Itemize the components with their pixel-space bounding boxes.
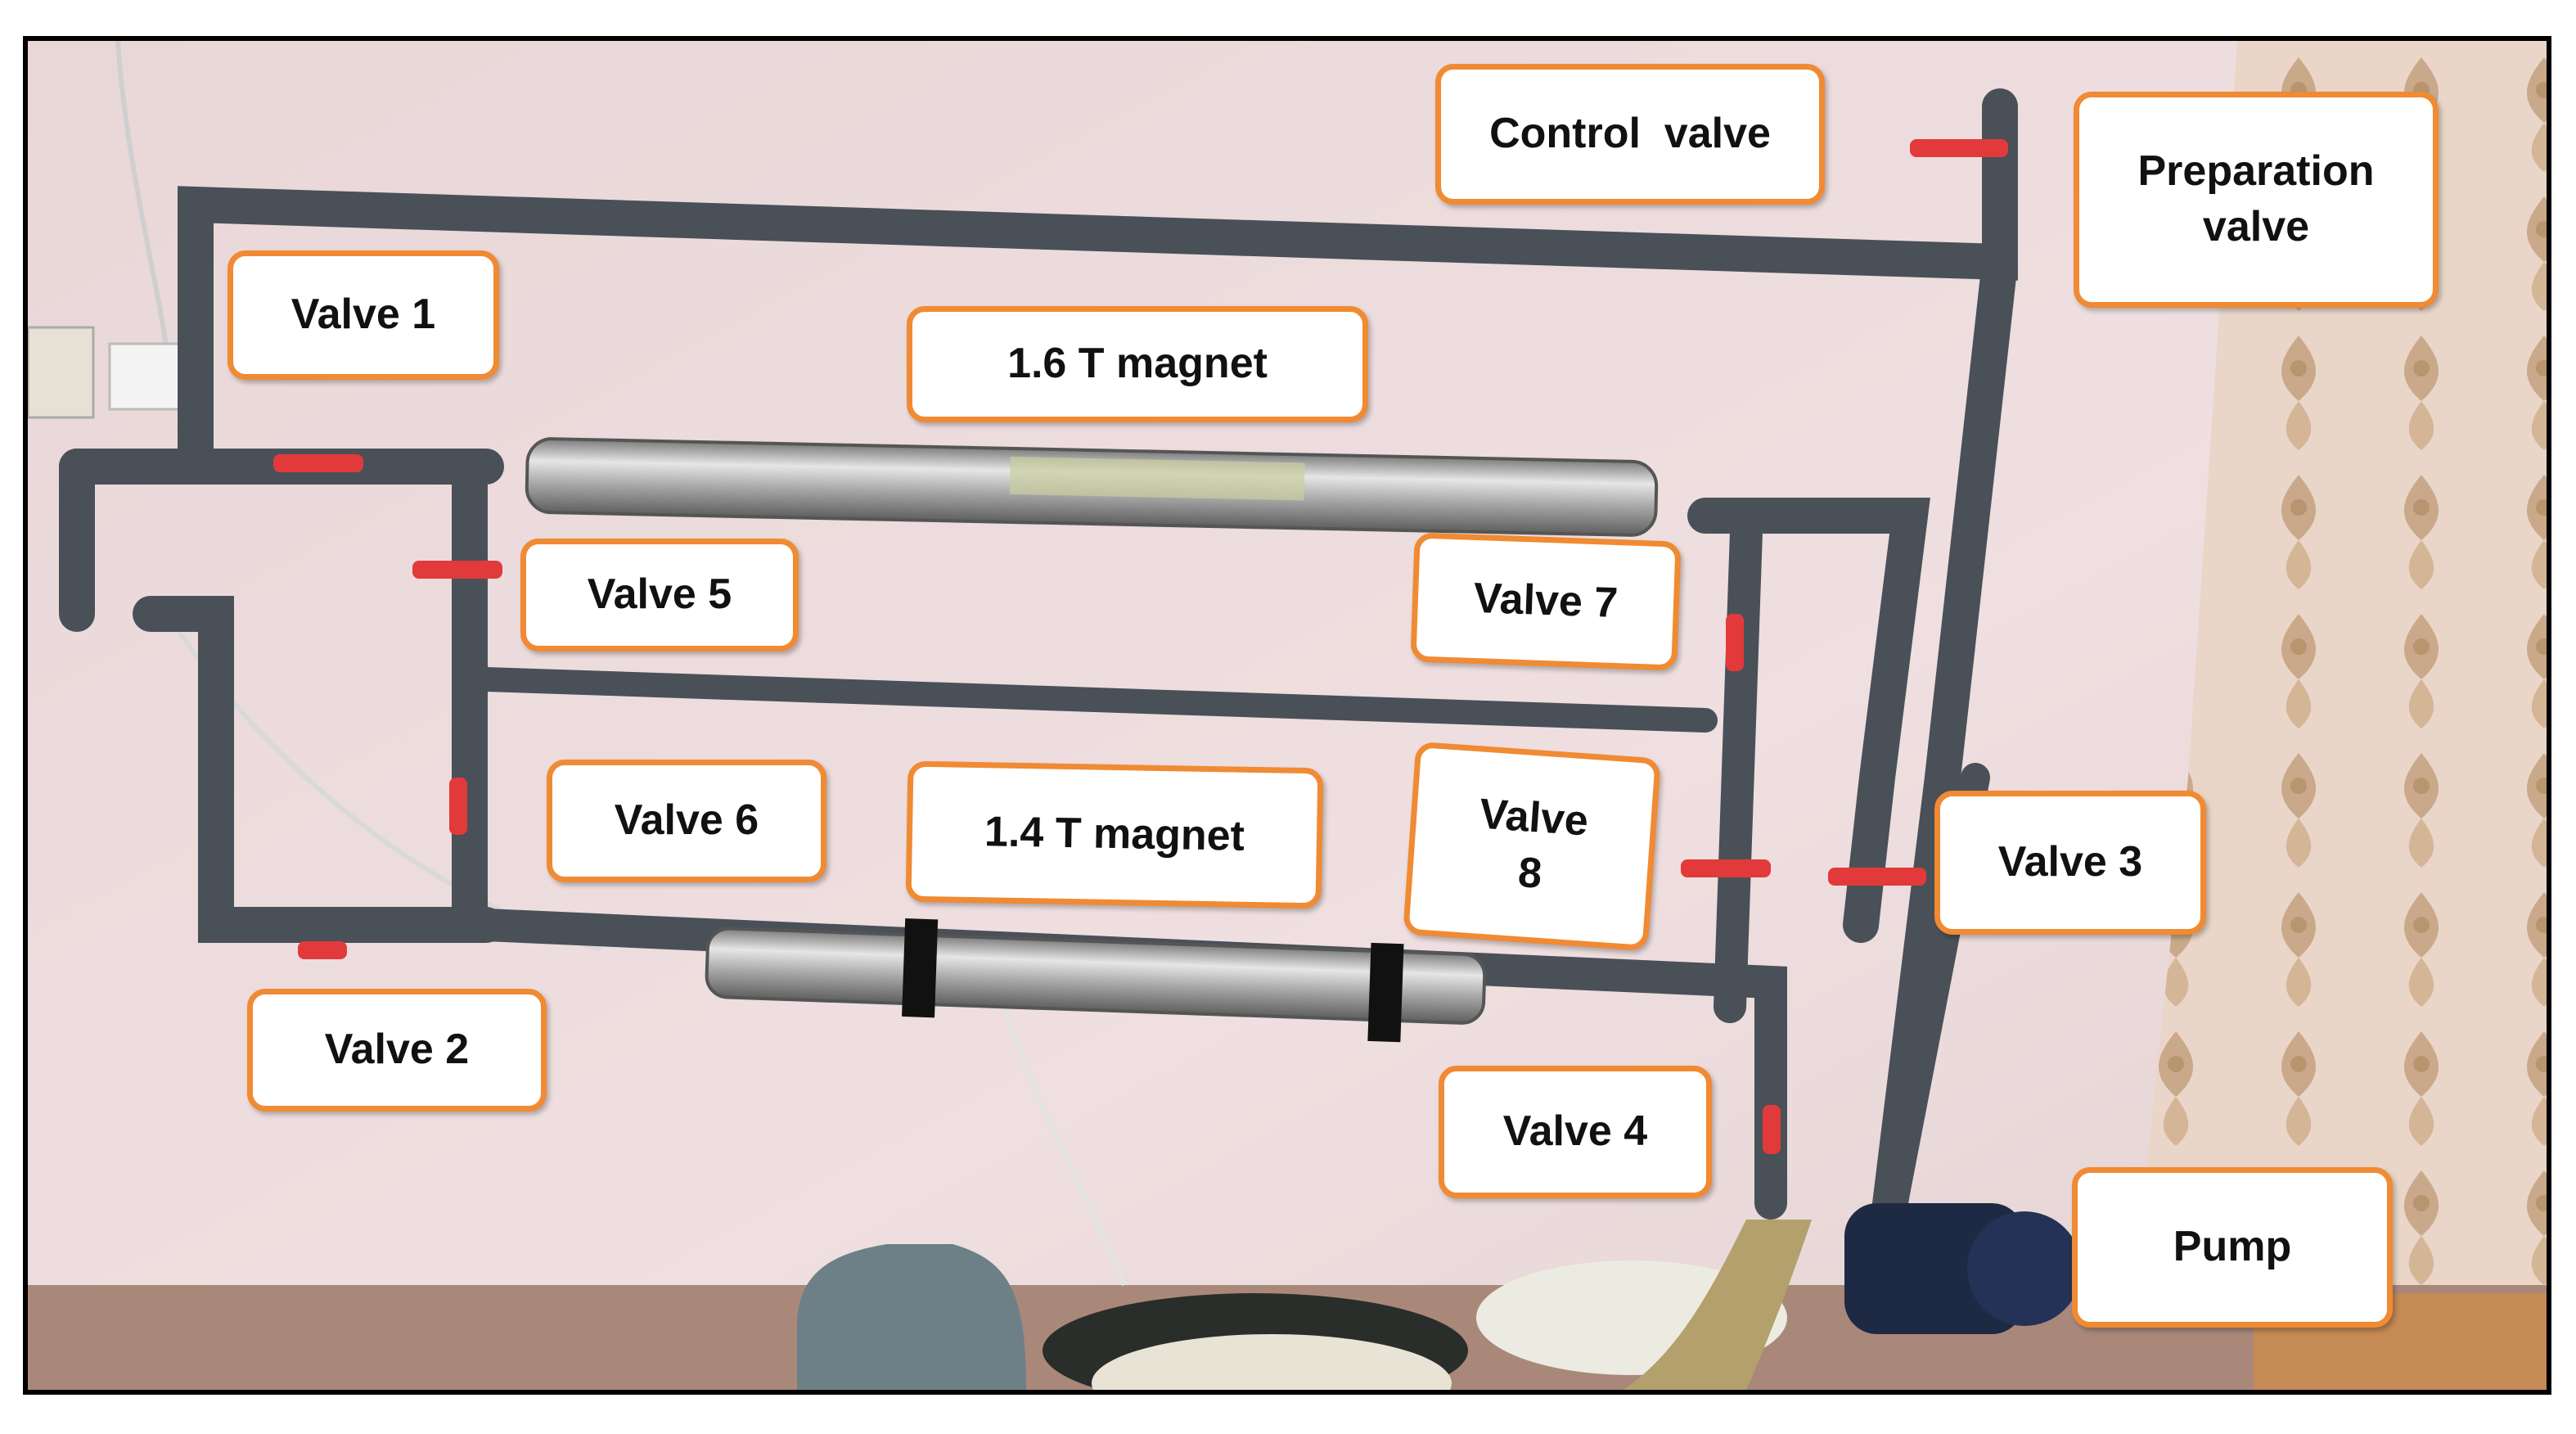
label-preparation-valve-text: Preparation valve: [2137, 147, 2375, 250]
label-valve-5: Valve 5: [520, 539, 799, 652]
label-valve-6: Valve 6: [547, 760, 826, 882]
wallpaper-panel: [2123, 41, 2547, 1390]
label-valve-8: Valve 8: [1403, 741, 1661, 952]
label-valve-1-text: Valve 1: [290, 291, 436, 339]
pipe-system-photo: [28, 41, 2547, 1390]
magnet-1-4t-body: [705, 927, 1487, 1025]
label-valve-8-text: Valve 8: [1478, 790, 1590, 898]
wall-switch: [28, 326, 95, 419]
label-magnet-1-4t: 1.4 T magnet: [905, 760, 1324, 909]
label-valve-3: Valve 3: [1934, 791, 2206, 935]
label-magnet-1-4t-text: 1.4 T magnet: [984, 808, 1245, 860]
label-valve-6-text: Valve 6: [614, 796, 759, 845]
label-valve-5-text: Valve 5: [587, 570, 732, 619]
label-control-valve: Control valve: [1435, 64, 1825, 205]
label-valve-4-text: Valve 4: [1502, 1107, 1648, 1156]
label-control-valve-text: Control valve: [1489, 110, 1771, 158]
label-magnet-1-6t-text: 1.6 T magnet: [1007, 340, 1268, 388]
label-valve-3-text: Valve 3: [1997, 838, 2143, 886]
label-pump: Pump: [2072, 1167, 2393, 1328]
photo-frame: [23, 36, 2551, 1395]
pipe-network: [59, 88, 2018, 1262]
water-bottle: [797, 1244, 1026, 1390]
label-magnet-1-6t: 1.6 T magnet: [907, 306, 1368, 422]
label-valve-2-text: Valve 2: [324, 1026, 470, 1074]
valve-handles: [273, 139, 2008, 1154]
label-valve-4: Valve 4: [1439, 1066, 1712, 1198]
label-valve-7-text: Valve 7: [1472, 575, 1619, 628]
label-pump-text: Pump: [2173, 1223, 2292, 1271]
label-valve-2: Valve 2: [247, 989, 547, 1112]
pump-unit: [1844, 1203, 2082, 1334]
label-preparation-valve: Preparation valve: [2074, 92, 2439, 308]
label-valve-7: Valve 7: [1410, 532, 1682, 671]
label-valve-1: Valve 1: [227, 250, 499, 380]
